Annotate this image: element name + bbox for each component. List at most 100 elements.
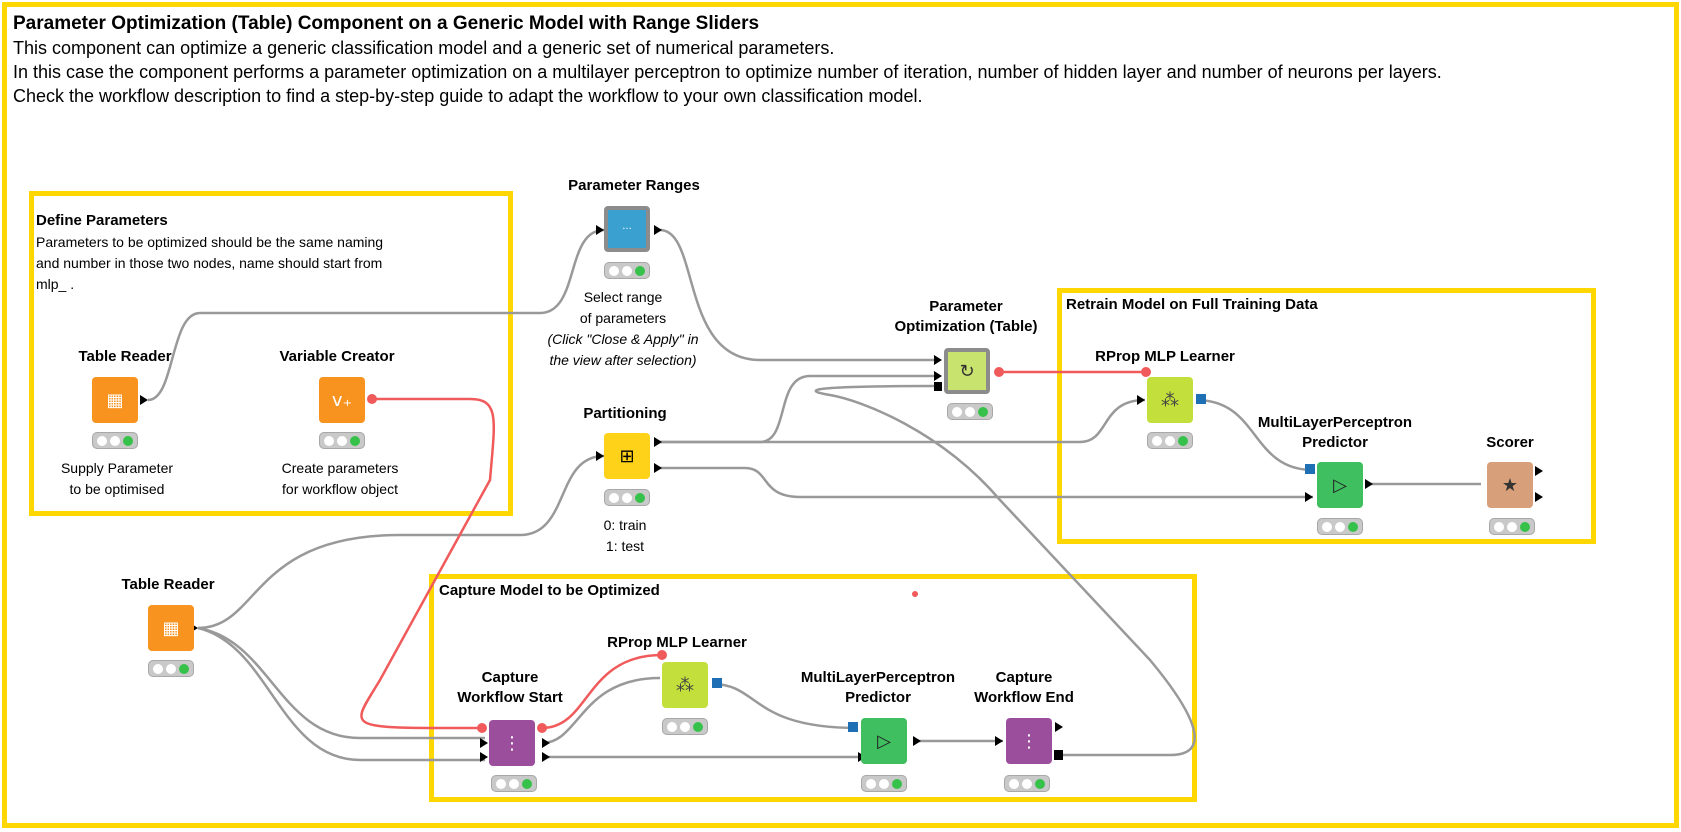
node-label: Partitioning xyxy=(583,405,667,422)
desc-line: for workflow object xyxy=(282,481,398,497)
capture-workflow-start-node[interactable]: ⋮ xyxy=(489,720,535,766)
partitioning-node[interactable]: ⊞ xyxy=(604,433,650,479)
annotation-text: Parameters to be optimized should be the… xyxy=(36,232,383,295)
table-reader-icon: ▦ xyxy=(162,617,180,639)
capture-start-icon: ⋮ xyxy=(503,732,521,754)
label-line: Predictor xyxy=(1302,434,1368,451)
workflow-description-line: In this case the component performs a pa… xyxy=(13,62,1442,82)
rprop-mlp-learner-node[interactable]: ⁂ xyxy=(662,662,708,708)
predictor-icon: ▷ xyxy=(1333,474,1347,496)
node-status xyxy=(604,489,650,506)
variable-creator-icon: v₊ xyxy=(331,389,353,411)
workflow-header: Parameter Optimization (Table) Component… xyxy=(13,12,1442,108)
neural-net-icon: ⁂ xyxy=(1161,389,1179,411)
node-status xyxy=(1147,432,1193,449)
workflow-description-line: This component can optimize a generic cl… xyxy=(13,38,835,58)
flow-variable-port-dots xyxy=(367,367,1151,733)
desc-line: (Click "Close & Apply" in xyxy=(547,331,699,347)
label-line: MultiLayerPerceptron xyxy=(1257,414,1413,431)
data-connection xyxy=(1195,398,1314,472)
desc-line: 1: test xyxy=(605,538,645,554)
node-description: Select range of parameters (Click "Close… xyxy=(547,287,698,371)
node-status xyxy=(148,660,194,677)
data-connection xyxy=(711,682,859,730)
node-status xyxy=(662,718,708,735)
label-line: Workflow End xyxy=(974,689,1074,706)
node-label: Table Reader xyxy=(78,348,172,365)
annotation-title: Retrain Model on Full Training Data xyxy=(1066,296,1318,313)
parameter-optimization-node[interactable]: ↻ xyxy=(944,348,990,394)
data-connection xyxy=(197,626,485,740)
node-status xyxy=(1489,518,1535,535)
label-line: Capture xyxy=(995,669,1053,686)
model-ports xyxy=(712,394,1315,732)
scorer-node[interactable]: ★ xyxy=(1487,462,1533,508)
node-status xyxy=(1317,518,1363,535)
label-line: Parameter xyxy=(929,298,1003,315)
capture-workflow-end-node[interactable]: ⋮ xyxy=(1006,718,1052,764)
node-description: Supply Parameter to be optimised xyxy=(61,458,173,500)
node-status xyxy=(947,403,993,420)
desc-line: the view after selection) xyxy=(549,352,697,368)
predictor-icon: ▷ xyxy=(877,730,891,752)
label-line: Capture xyxy=(481,669,539,686)
node-description: Create parameters for workflow object xyxy=(282,458,399,500)
node-label: Scorer xyxy=(1486,434,1534,451)
data-connection xyxy=(197,626,485,762)
annotation-line: Parameters to be optimized should be the… xyxy=(36,234,384,250)
mlp-predictor-node[interactable]: ▷ xyxy=(1317,462,1363,508)
flow-variable-connection xyxy=(360,397,496,730)
data-connection xyxy=(814,384,1196,757)
flow-variable-connection xyxy=(541,653,663,730)
label-line: Optimization (Table) xyxy=(894,318,1038,335)
neural-net-icon: ⁂ xyxy=(676,674,694,696)
annotation-line: and number in those two nodes, name shou… xyxy=(36,255,383,271)
node-label: Parameter Ranges xyxy=(568,177,700,194)
label-line: Workflow Start xyxy=(457,689,563,706)
node-label: Table Reader xyxy=(121,576,215,593)
rprop-mlp-learner-node[interactable]: ⁂ xyxy=(1147,377,1193,423)
node-status xyxy=(861,775,907,792)
annotation-line: mlp_ . xyxy=(36,276,75,292)
node-status xyxy=(319,432,365,449)
desc-line: Create parameters xyxy=(281,460,399,476)
label-line: MultiLayerPerceptron xyxy=(800,669,956,686)
loop-icon: ↻ xyxy=(959,360,975,382)
define-parameters-annotation[interactable] xyxy=(29,191,513,516)
desc-line: of parameters xyxy=(579,310,667,326)
data-connection xyxy=(147,228,605,402)
desc-line: to be optimised xyxy=(69,481,165,497)
data-connection xyxy=(654,398,1146,444)
node-label: Variable Creator xyxy=(279,348,395,365)
node-status xyxy=(1004,775,1050,792)
widget-icon: ··· xyxy=(622,223,632,235)
data-connection xyxy=(197,454,605,630)
label-line: Predictor xyxy=(845,689,911,706)
mlp-predictor-node[interactable]: ▷ xyxy=(861,718,907,764)
data-connection xyxy=(659,228,934,362)
workflow-description-line: Check the workflow description to find a… xyxy=(13,86,923,106)
partitioning-icon: ⊞ xyxy=(619,445,635,467)
node-status xyxy=(491,775,537,792)
node-status xyxy=(92,432,138,449)
capture-model-annotation[interactable] xyxy=(429,574,1197,802)
retrain-model-annotation[interactable] xyxy=(1057,288,1596,544)
data-connection xyxy=(541,676,661,745)
variable-creator-node[interactable]: v₊ xyxy=(319,377,365,423)
annotation-title: Capture Model to be Optimized xyxy=(439,582,660,599)
table-reader-node[interactable]: ▦ xyxy=(148,605,194,651)
scorer-icon: ★ xyxy=(1501,474,1519,496)
table-reader-node[interactable]: ▦ xyxy=(92,377,138,423)
parameter-ranges-node[interactable]: ··· xyxy=(604,206,650,252)
capture-end-icon: ⋮ xyxy=(1020,730,1038,752)
desc-line: Supply Parameter xyxy=(60,460,174,476)
node-label: RProp MLP Learner xyxy=(1095,348,1235,365)
